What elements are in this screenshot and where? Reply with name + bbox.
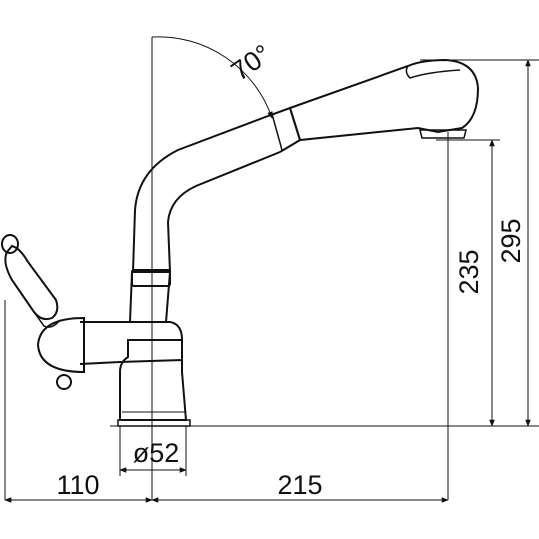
riser-collar	[131, 269, 171, 287]
lever-handle	[4, 244, 59, 321]
total-height-label: 295	[496, 218, 526, 263]
spout-reach-label: 215	[277, 470, 322, 500]
hub-cap	[56, 374, 72, 390]
base-diameter-label: ø52	[133, 438, 180, 468]
spray-nozzle	[419, 129, 467, 139]
handle-hub	[36, 316, 85, 374]
faucet-base	[119, 339, 188, 421]
spout-height-label: 235	[454, 249, 484, 294]
handle-offset-label: 110	[56, 470, 99, 500]
dimension-lines	[4, 36, 539, 503]
spout-riser	[129, 271, 172, 323]
angle-label: 70°	[226, 39, 277, 87]
lever-knob	[1, 234, 19, 254]
faucet-body	[79, 321, 183, 365]
spout-neck	[132, 115, 281, 273]
faucet-outline	[1, 58, 480, 427]
spray-head	[288, 58, 480, 142]
